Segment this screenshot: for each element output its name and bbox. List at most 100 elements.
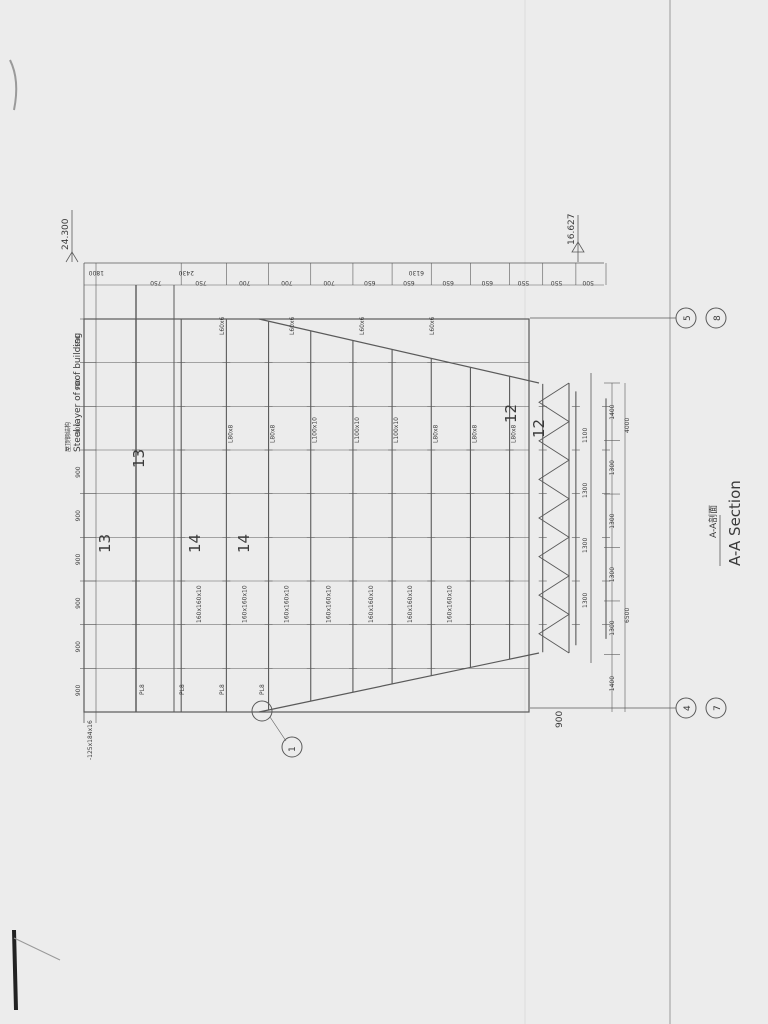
taper-line-top <box>258 318 540 384</box>
elevation-base-marker: 16.627 <box>567 214 585 262</box>
profile-plate-label: PL8 <box>139 684 146 695</box>
dim-top-row-value: 900 <box>75 379 82 391</box>
profile-diagonal-label: 160x160x10 <box>446 585 453 623</box>
profile-labels: L80x8 L80x8 L100x10 L100x10 L100x10 L80x8 L80x… <box>139 316 518 695</box>
dim-top-row-value: 900 <box>75 685 82 697</box>
dim-bottom-span-value: 1300 <box>609 620 616 635</box>
dim-tier-value: 650 <box>364 279 376 286</box>
profile-diagonal-label: 160x160x10 <box>241 585 248 623</box>
dim-right-column-value: 6130 <box>409 269 424 276</box>
detail-circle <box>251 700 273 722</box>
axis-bubbles-right: 5 8 <box>675 307 727 329</box>
roof-note-cn: 屋顶钢结构 <box>64 422 72 452</box>
dim-tier-value: 750 <box>195 279 207 286</box>
dim-right-column-value: 1800 <box>89 269 104 276</box>
dim-bottom-span-value: 1400 <box>609 676 616 691</box>
dim-top-row-value: 900 <box>75 641 82 653</box>
column-lines <box>84 318 529 713</box>
member-mark-13: 13 <box>130 449 148 468</box>
dim-center-gap-value: 1300 <box>582 538 589 553</box>
dim-center-gap-value: 1300 <box>582 593 589 608</box>
profile-pipe-label: L60x6 <box>359 316 366 335</box>
profile-horizontal-label: L80x8 <box>432 424 439 443</box>
section-title-en: A-A Section <box>726 480 744 566</box>
profile-horizontal-label: L100x10 <box>393 417 400 443</box>
dim-bottom-total-value: 6500 <box>624 608 631 623</box>
dim-bottom-span-value: 1300 <box>609 460 616 475</box>
profile-pipe-label: L60x6 <box>429 316 436 335</box>
dim-tier-value: 500 <box>582 279 594 286</box>
detail-marker-text: 1 <box>288 746 298 752</box>
roof-note-en: Steel layer of roof building <box>73 333 83 452</box>
member-mark-12: 12 <box>502 404 520 423</box>
dim-right-column-value: 2430 <box>179 269 194 276</box>
profile-pipe-label: L60x6 <box>289 316 296 335</box>
dim-center-gap-value: 1300 <box>582 483 589 498</box>
dim-bottom-span-value: 1400 <box>609 404 616 419</box>
profile-plate-label: PL8 <box>179 684 186 695</box>
elevation-top-text: 24.300 <box>61 218 71 250</box>
profile-diagonal-label: 160x160x10 <box>284 585 291 623</box>
profile-plate-label: PL8 <box>219 684 226 695</box>
section-outline <box>83 318 530 713</box>
scan-corner-mark <box>13 937 61 961</box>
dim-tier-value: 650 <box>481 279 493 286</box>
member-marks: 13 14 14 12 12 13 <box>96 404 548 553</box>
dim-bottom-span-value: 1300 <box>609 513 616 528</box>
member-mark-14: 14 <box>235 534 253 553</box>
profile-horizontal-label: L100x10 <box>312 417 319 443</box>
profile-plate-label: PL8 <box>259 684 266 695</box>
detail-marker <box>281 736 303 758</box>
axis-label-5: 5 <box>683 315 693 321</box>
profile-pipe-label: L60x6 <box>219 316 226 335</box>
dim-tier-value: 550 <box>551 279 563 286</box>
dim-top-row-value: 900 <box>75 510 82 522</box>
truss-diagonal <box>538 382 570 654</box>
dimension-band-bottom: 1400 1300 1300 1300 1300 1400 6500 4000 1100 1300… <box>582 382 631 712</box>
member-mark-12: 12 <box>530 419 548 438</box>
structural-drawing: 550 900 900 900 900 900 900 900 900 750 750 700 700… <box>75 262 631 758</box>
profile-diagonal-label: 160x160x10 <box>407 585 414 623</box>
profile-diagonal-label: 160x160x10 <box>368 585 375 623</box>
dim-top-row-value: 900 <box>75 554 82 566</box>
dim-tier-value: 750 <box>150 279 162 286</box>
dim-tier-value: 650 <box>442 279 454 286</box>
dim-top-row-value: 900 <box>75 597 82 609</box>
profile-horizontal-label: L100x10 <box>354 417 361 443</box>
elevation-top-marker: 24.300 <box>61 210 79 263</box>
axis-label-4: 4 <box>683 705 693 711</box>
dimension-band-top: 750 750 700 700 700 650 650 650 650 550 550 500 1800… <box>84 262 607 286</box>
dim-bottom-total-value: 4000 <box>624 418 631 433</box>
scan-corner-mark <box>12 929 18 1011</box>
profile-diagonal-label: 160x160x10 <box>326 585 333 623</box>
dimension-band-left: 550 900 900 900 900 900 900 900 900 <box>75 263 97 723</box>
axis-label-8: 8 <box>713 315 723 321</box>
axis-label-7: 7 <box>713 705 723 711</box>
tier-lines <box>132 319 610 712</box>
profile-diagonal-label: 160x160x10 <box>196 585 203 623</box>
dim-top-row-value: 900 <box>75 466 82 478</box>
dim-tier-value: 550 <box>518 279 530 286</box>
profile-horizontal-label: L80x8 <box>227 424 234 443</box>
axis-bubbles-left: 4 7 <box>675 697 727 719</box>
dim-top-row-value: 550 <box>75 335 82 347</box>
taper-line-bottom <box>258 652 540 713</box>
member-mark-14: 14 <box>186 534 204 553</box>
dim-bottom-span-value: 1300 <box>609 567 616 582</box>
dim-tier-value: 700 <box>281 279 293 286</box>
dim-center-gap-value: 1100 <box>582 428 589 443</box>
elevation-base-text: 16.627 <box>567 214 577 246</box>
truss-zigzag <box>538 373 592 663</box>
member-mark-13: 13 <box>96 534 114 553</box>
profile-horizontal-label: L80x8 <box>270 424 277 443</box>
section-title-cn: A-A剖面 <box>707 505 719 538</box>
dim-tier-value: 650 <box>403 279 415 286</box>
bottom-dim-text: 900 <box>555 711 565 728</box>
stiffener-note: -125x184x16 <box>87 720 94 760</box>
scan-smudge <box>9 59 18 111</box>
dim-tier-value: 700 <box>239 279 251 286</box>
profile-horizontal-label: L80x8 <box>511 424 518 443</box>
dim-top-row-value: 900 <box>75 423 82 435</box>
dim-tier-value: 700 <box>323 279 335 286</box>
